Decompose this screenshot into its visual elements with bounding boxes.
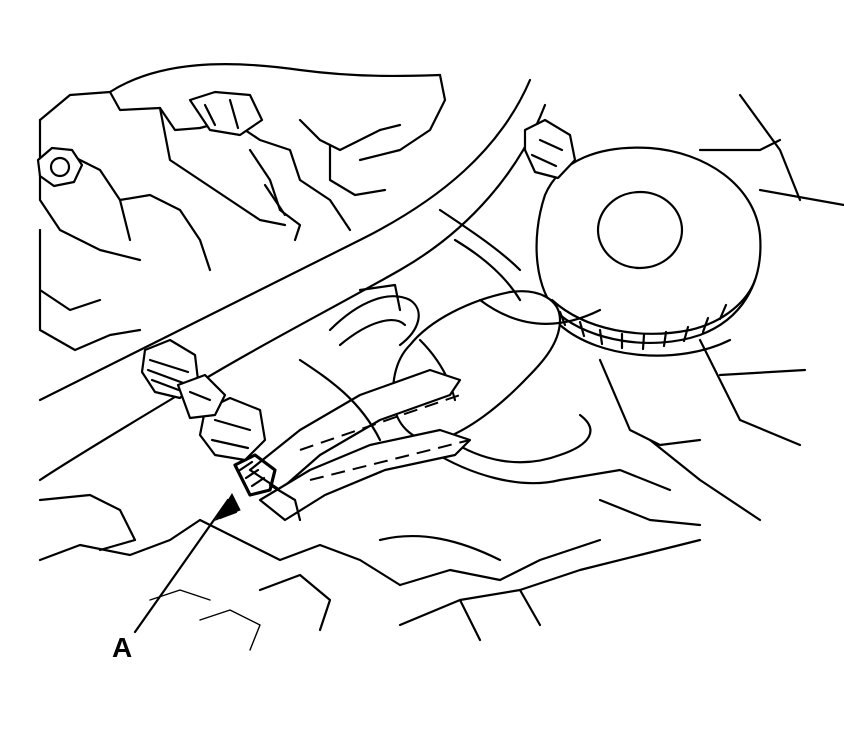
main-hose [38,78,547,482]
inner-hoses [298,208,522,442]
right-frame [648,93,844,522]
pliers [233,368,472,522]
hex-nut [36,146,84,188]
callout-label-a: A [112,632,133,663]
callout-a-leader [133,492,241,634]
reservoir-fitting [523,118,577,180]
mounting-bracket [188,90,302,242]
threaded-fitting [140,338,227,420]
reservoir-tank [535,146,802,447]
lower-frame [38,468,702,651]
